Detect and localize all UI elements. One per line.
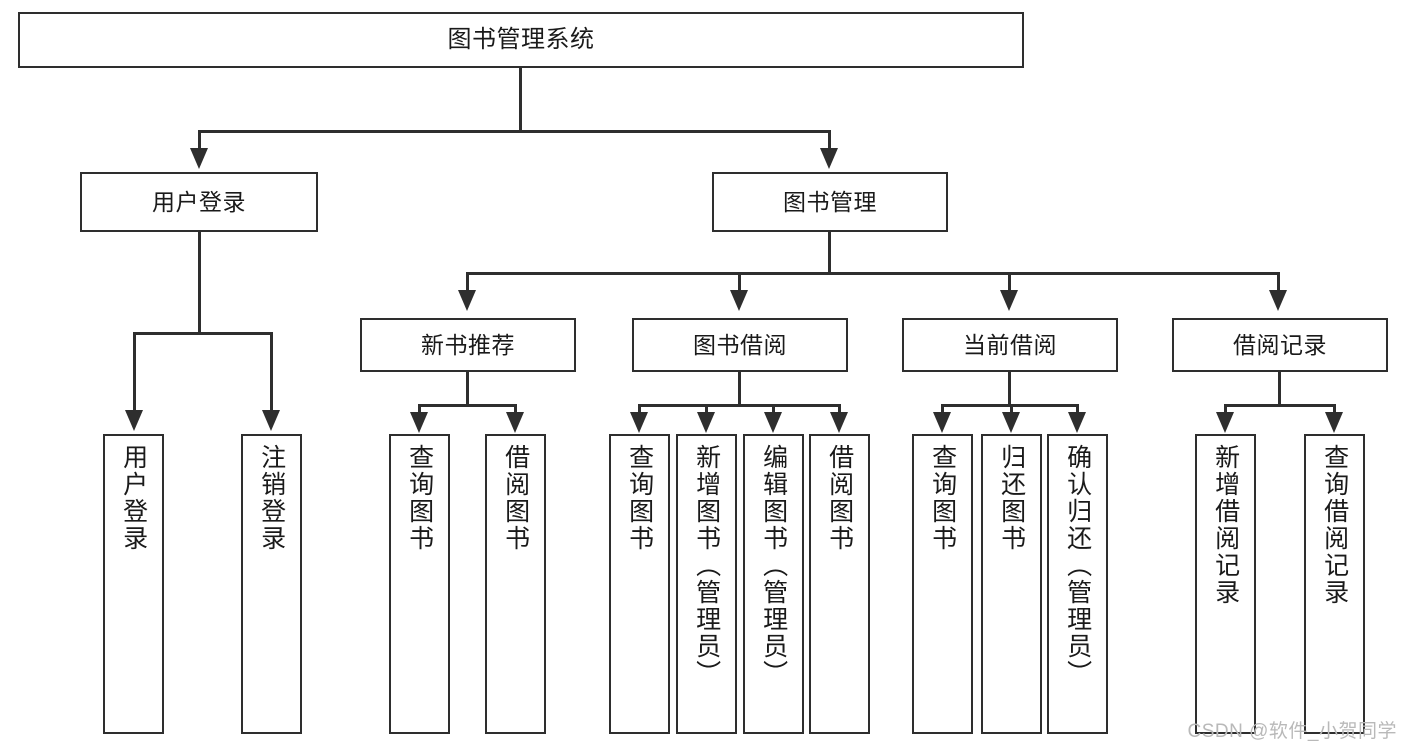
connector-book-borrow-drop-2 bbox=[705, 404, 708, 416]
node-book-manage[interactable]: 图书管理 bbox=[712, 172, 948, 232]
leaf-borrow-record-add-record[interactable]: 新增借阅记录 bbox=[1195, 434, 1256, 734]
node-book-borrow-label: 图书借阅 bbox=[693, 331, 787, 358]
arrowhead-book-borrow-leaf-2 bbox=[697, 412, 715, 433]
node-current-borrow[interactable]: 当前借阅 bbox=[902, 318, 1118, 372]
arrowhead-book-borrow-leaf-4 bbox=[830, 412, 848, 433]
connector-user-login-drop-2 bbox=[270, 332, 273, 412]
leaf-new-book-query-book[interactable]: 查询图书 bbox=[389, 434, 450, 734]
connector-new-book-recommend-drop-1 bbox=[418, 404, 421, 416]
leaf-user-login-logout-label: 注销登录 bbox=[257, 444, 286, 552]
leaf-new-book-query-book-label: 查询图书 bbox=[405, 444, 434, 552]
arrowhead-book-manage-child-3 bbox=[1000, 290, 1018, 311]
leaf-current-borrow-return-book-label: 归还图书 bbox=[997, 444, 1026, 552]
connector-book-borrow-stem bbox=[738, 372, 741, 406]
leaf-borrow-record-query-record-label: 查询借阅记录 bbox=[1320, 444, 1349, 606]
connector-book-manage-stem bbox=[828, 232, 831, 274]
leaf-current-borrow-return-book[interactable]: 归还图书 bbox=[981, 434, 1042, 734]
arrowhead-book-manage-child-1 bbox=[458, 290, 476, 311]
arrowhead-root-to-user-login bbox=[190, 148, 208, 169]
connector-root-to-user-login bbox=[198, 130, 201, 152]
arrowhead-root-to-book-manage bbox=[820, 148, 838, 169]
connector-book-manage-drop-1 bbox=[466, 272, 469, 294]
node-user-login-label: 用户登录 bbox=[152, 188, 246, 215]
node-borrow-record-label: 借阅记录 bbox=[1233, 331, 1327, 358]
connector-borrow-record-bus bbox=[1224, 404, 1336, 407]
connector-user-login-stem bbox=[198, 232, 201, 334]
leaf-user-login-login-label: 用户登录 bbox=[119, 444, 148, 552]
arrowhead-current-borrow-leaf-3 bbox=[1068, 412, 1086, 433]
connector-book-borrow-drop-1 bbox=[638, 404, 641, 416]
node-book-borrow[interactable]: 图书借阅 bbox=[632, 318, 848, 372]
arrowhead-book-borrow-leaf-3 bbox=[764, 412, 782, 433]
arrowhead-user-login-leaf-2 bbox=[262, 410, 280, 431]
leaf-user-login-logout[interactable]: 注销登录 bbox=[241, 434, 302, 734]
connector-borrow-record-stem bbox=[1278, 372, 1281, 406]
connector-book-manage-drop-4 bbox=[1277, 272, 1280, 294]
connector-book-borrow-drop-3 bbox=[772, 404, 775, 416]
leaf-borrow-record-add-record-label: 新增借阅记录 bbox=[1211, 444, 1240, 606]
leaf-user-login-login[interactable]: 用户登录 bbox=[103, 434, 164, 734]
connector-new-book-recommend-stem bbox=[466, 372, 469, 406]
node-root-system[interactable]: 图书管理系统 bbox=[18, 12, 1024, 68]
connector-new-book-recommend-drop-2 bbox=[514, 404, 517, 416]
connector-book-manage-drop-2 bbox=[738, 272, 741, 294]
arrowhead-new-book-recommend-leaf-2 bbox=[506, 412, 524, 433]
leaf-new-book-borrow-book-label: 借阅图书 bbox=[501, 444, 530, 552]
leaf-book-borrow-add-book-label: 新增图书（管理员） bbox=[692, 444, 721, 687]
connector-book-manage-drop-3 bbox=[1008, 272, 1011, 294]
arrowhead-book-borrow-leaf-1 bbox=[630, 412, 648, 433]
leaf-current-borrow-query-book[interactable]: 查询图书 bbox=[912, 434, 973, 734]
connector-user-login-drop-1 bbox=[133, 332, 136, 412]
leaf-book-borrow-edit-book-label: 编辑图书（管理员） bbox=[759, 444, 788, 687]
leaf-book-borrow-edit-book[interactable]: 编辑图书（管理员） bbox=[743, 434, 804, 734]
leaf-new-book-borrow-book[interactable]: 借阅图书 bbox=[485, 434, 546, 734]
arrowhead-current-borrow-leaf-1 bbox=[933, 412, 951, 433]
connector-book-borrow-bus bbox=[638, 404, 841, 407]
node-root-system-label: 图书管理系统 bbox=[447, 26, 595, 53]
connector-book-manage-bus bbox=[466, 272, 1280, 275]
node-borrow-record[interactable]: 借阅记录 bbox=[1172, 318, 1388, 372]
connector-book-borrow-drop-4 bbox=[838, 404, 841, 416]
connector-current-borrow-stem bbox=[1008, 372, 1011, 406]
leaf-current-borrow-confirm-return-label: 确认归还（管理员） bbox=[1063, 444, 1092, 687]
arrowhead-current-borrow-leaf-2 bbox=[1002, 412, 1020, 433]
connector-current-borrow-drop-2 bbox=[1010, 404, 1013, 416]
node-new-book-recommend-label: 新书推荐 bbox=[421, 331, 515, 358]
connector-root-stem bbox=[519, 68, 522, 132]
connector-borrow-record-drop-1 bbox=[1224, 404, 1227, 416]
arrowhead-borrow-record-leaf-2 bbox=[1325, 412, 1343, 433]
connector-current-borrow-drop-3 bbox=[1076, 404, 1079, 416]
leaf-book-borrow-query-book-label: 查询图书 bbox=[625, 444, 654, 552]
leaf-book-borrow-query-book[interactable]: 查询图书 bbox=[609, 434, 670, 734]
arrowhead-book-manage-child-2 bbox=[730, 290, 748, 311]
arrowhead-new-book-recommend-leaf-1 bbox=[410, 412, 428, 433]
connector-borrow-record-drop-2 bbox=[1333, 404, 1336, 416]
leaf-current-borrow-query-book-label: 查询图书 bbox=[928, 444, 957, 552]
node-book-manage-label: 图书管理 bbox=[783, 188, 877, 215]
leaf-book-borrow-borrow-book-label: 借阅图书 bbox=[825, 444, 854, 552]
watermark-text: CSDN @软件_小贺同学 bbox=[1187, 721, 1397, 742]
connector-user-login-bus bbox=[133, 332, 273, 335]
arrowhead-book-manage-child-4 bbox=[1269, 290, 1287, 311]
connector-root-to-book-manage bbox=[828, 130, 831, 152]
node-current-borrow-label: 当前借阅 bbox=[963, 331, 1057, 358]
leaf-current-borrow-confirm-return[interactable]: 确认归还（管理员） bbox=[1047, 434, 1108, 734]
arrowhead-borrow-record-leaf-1 bbox=[1216, 412, 1234, 433]
connector-current-borrow-drop-1 bbox=[941, 404, 944, 416]
arrowhead-user-login-leaf-1 bbox=[125, 410, 143, 431]
node-user-login[interactable]: 用户登录 bbox=[80, 172, 318, 232]
leaf-borrow-record-query-record[interactable]: 查询借阅记录 bbox=[1304, 434, 1365, 734]
connector-root-bus bbox=[198, 130, 831, 133]
leaf-book-borrow-add-book[interactable]: 新增图书（管理员） bbox=[676, 434, 737, 734]
node-new-book-recommend[interactable]: 新书推荐 bbox=[360, 318, 576, 372]
leaf-book-borrow-borrow-book[interactable]: 借阅图书 bbox=[809, 434, 870, 734]
connector-new-book-recommend-bus bbox=[418, 404, 517, 407]
